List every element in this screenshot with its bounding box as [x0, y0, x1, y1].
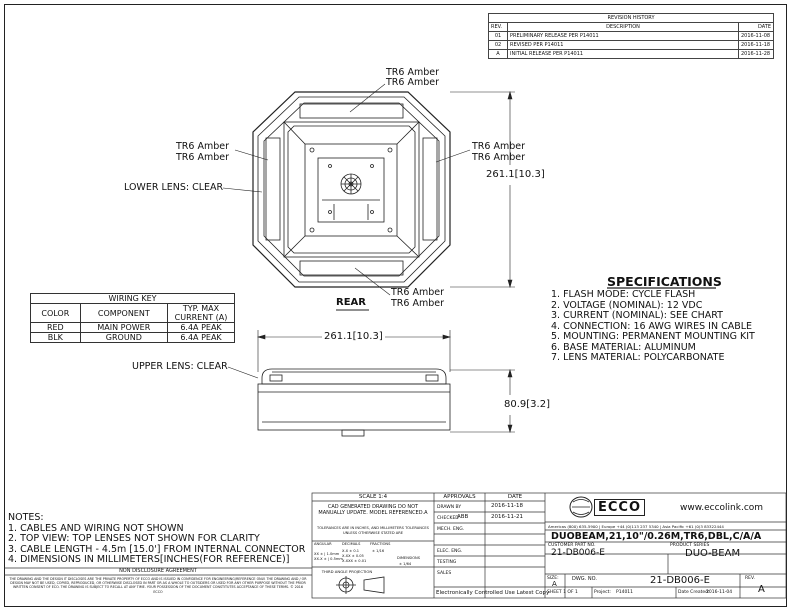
list-item: 1. CABLES AND WIRING NOT SHOWN [8, 522, 184, 534]
tol-decimals: DECIMALS [342, 542, 361, 546]
drawing-sheet-border [4, 4, 787, 607]
list-item: 1. FLASH MODE: CYCLE FLASH [551, 289, 696, 300]
drawn-by-label: DRAWN BY [437, 505, 462, 510]
tr6-right-label-1: TR6 Amber [472, 141, 526, 152]
testing-label: TESTING [437, 560, 457, 565]
disclosure-text: THE DRAWING AND THE DESIGN IT DISCLOSES … [9, 577, 307, 594]
project-value: P14011 [616, 590, 634, 595]
current-header: TYP. MAX CURRENT (A) [167, 303, 235, 323]
list-item: 4. CONNECTION: 16 AWG WIRES IN CABLE [551, 320, 753, 332]
dimension-side-width: 261.1[10.3] [324, 331, 383, 342]
lower-lens-label: LOWER LENS: CLEAR [124, 182, 224, 193]
sales-label: SALES [437, 571, 452, 576]
tolerance-note: TOLERANCES ARE IN INCHES, AND MILLIMETER… [317, 526, 429, 535]
top-view-drawing [252, 91, 451, 288]
list-item: 4. DIMENSIONS IN MILLIMETERS[INCHES(FOR … [8, 554, 290, 565]
website: www.eccolink.com [680, 503, 764, 513]
part-description: DUOBEAM,21,10"/0.26M,TR6,DBL,C/A/A [551, 531, 762, 542]
customer-part-label: CUSTOMER PART NO. [548, 543, 596, 548]
list-item: 2. VOLTAGE (NOMINAL): 12 VDC [551, 299, 703, 311]
tol-dim: ± 1/64 [399, 562, 412, 566]
size-value: A [552, 580, 557, 588]
tr6-left-label-1: TR6 Amber [176, 141, 230, 152]
drawn-date: 2016-11-18 [491, 503, 523, 509]
checked-by: ABB [457, 514, 469, 520]
notes-title: NOTES: [8, 512, 44, 523]
tol-dimensions: DIMENSIONS [397, 556, 421, 560]
tol-values-1: XX ± | 1.0mm [314, 552, 340, 556]
drawing-number: 21-DB006-E [650, 575, 710, 586]
phone-numbers: Americas (800) 635-5900 | Europe +44 (0)… [548, 524, 724, 529]
list-item: 7. LENS MATERIAL: POLYCARBONATE [551, 352, 725, 363]
checked-date: 2016-11-21 [491, 514, 523, 520]
tol-dec-3: X.XXX ± 0.01 [342, 559, 367, 563]
list-item: 6. BASE MATERIAL: ALUMINUM [551, 341, 696, 353]
rev-value: A [758, 584, 765, 595]
wiring-key-title: WIRING KEY [30, 293, 235, 304]
tol-fractions: FRACTIONS [370, 542, 391, 546]
third-angle-label: THIRD ANGLE PROJECTION [321, 569, 373, 574]
table-row: BLK GROUND 6.4A PEAK [30, 332, 235, 343]
table-row: A INITIAL RELEASE PER P14011 2016-11-28 [488, 49, 774, 59]
product-series: DUO-BEAM [685, 548, 741, 559]
controlled-note: Electronically Controlled Use Latest Cop… [436, 590, 550, 596]
color-header: COLOR [30, 303, 81, 323]
list-item: 5. MOUNTING: PERMANENT MOUNTING KIT [551, 331, 755, 342]
checked-label: CHECKED [437, 516, 459, 521]
ecco-logo [569, 496, 593, 518]
size-label: SIZE: [547, 576, 559, 581]
specifications-title: SPECIFICATIONS [607, 274, 722, 289]
notes-block: NOTES: 1. CABLES AND WIRING NOT SHOWN 2.… [8, 512, 306, 566]
upper-lens-label: UPPER LENS: CLEAR [132, 361, 228, 372]
revision-history-table: REVISION HISTORY REV. DESCRIPTION DATE 0… [488, 13, 774, 59]
title-block-grid [4, 492, 787, 599]
list-item: 3. CURRENT (NOMINAL): SEE CHART [551, 310, 723, 321]
tr6-left-label-2: TR6 Amber [176, 152, 230, 163]
tr6-right-label-2: TR6 Amber [472, 152, 526, 163]
approvals-header: APPROVALS [443, 494, 476, 500]
sheet-number: SHEET 1 OF 1 [547, 590, 578, 595]
dwg-no-label: DWG. NO. [572, 576, 597, 582]
tr6-bottom-label-2: TR6 Amber [391, 298, 445, 309]
date-created-label: Date Created: [678, 590, 710, 595]
list-item: 3. CABLE LENGTH - 4.5m [15.0'] FROM INTE… [8, 543, 306, 555]
table-row: RED MAIN POWER 6.4A PEAK [30, 322, 235, 333]
date-header: DATE [507, 494, 523, 500]
product-series-label: PRODUCT SERIES [670, 543, 710, 548]
component-header: COMPONENT [79, 303, 169, 323]
tr6-bottom-label-1: TR6 Amber [391, 287, 445, 298]
third-angle-projection-icon [336, 576, 385, 594]
disclosure-title: NON DISCLOSURE AGREEMENT [119, 568, 197, 574]
tr6-top-label-2: TR6 Amber [386, 77, 440, 88]
list-item: 2. TOP VIEW: TOP LENSES NOT SHOWN FOR CL… [8, 533, 260, 544]
tol-frac: ± 1/16 [372, 549, 385, 553]
dimension-lines [256, 90, 515, 434]
wiring-key-table: WIRING KEY COLOR COMPONENT TYP. MAX CURR… [30, 293, 235, 343]
tol-angular: ANGULAR [314, 542, 332, 546]
scale-label: SCALE 1:4 [358, 494, 388, 500]
tol-values-2: XX.X ± | 0.5mm [314, 557, 343, 561]
tr6-top-label-1: TR6 Amber [386, 67, 440, 78]
mech-eng-label: MECH. ENG. [437, 527, 465, 532]
brand-name: ECCO [594, 499, 646, 516]
rev-label: REV. [745, 576, 755, 581]
leader-lines [222, 83, 471, 379]
dimension-side-height: 80.9[3.2] [504, 399, 550, 410]
elec-eng-label: ELEC. ENG. [437, 549, 463, 554]
specifications-list: 1. FLASH MODE: CYCLE FLASH 2. VOLTAGE (N… [551, 289, 755, 364]
project-label: Project: [594, 590, 611, 595]
customer-part-number: 21-DB006-E [551, 548, 605, 558]
cad-note: CAD GENERATED DRAWING DO NOT MANUALLY UP… [318, 504, 428, 516]
side-view-drawing [257, 368, 451, 437]
dimension-top-height: 261.1[10.3] [486, 169, 545, 180]
date-created: 2016-11-04 [706, 590, 733, 595]
rear-view-label: REAR [336, 297, 366, 308]
tol-dec-1: X.X ± 0.1 [342, 549, 360, 553]
tol-dec-2: X.XX ± 0.05 [342, 554, 364, 558]
